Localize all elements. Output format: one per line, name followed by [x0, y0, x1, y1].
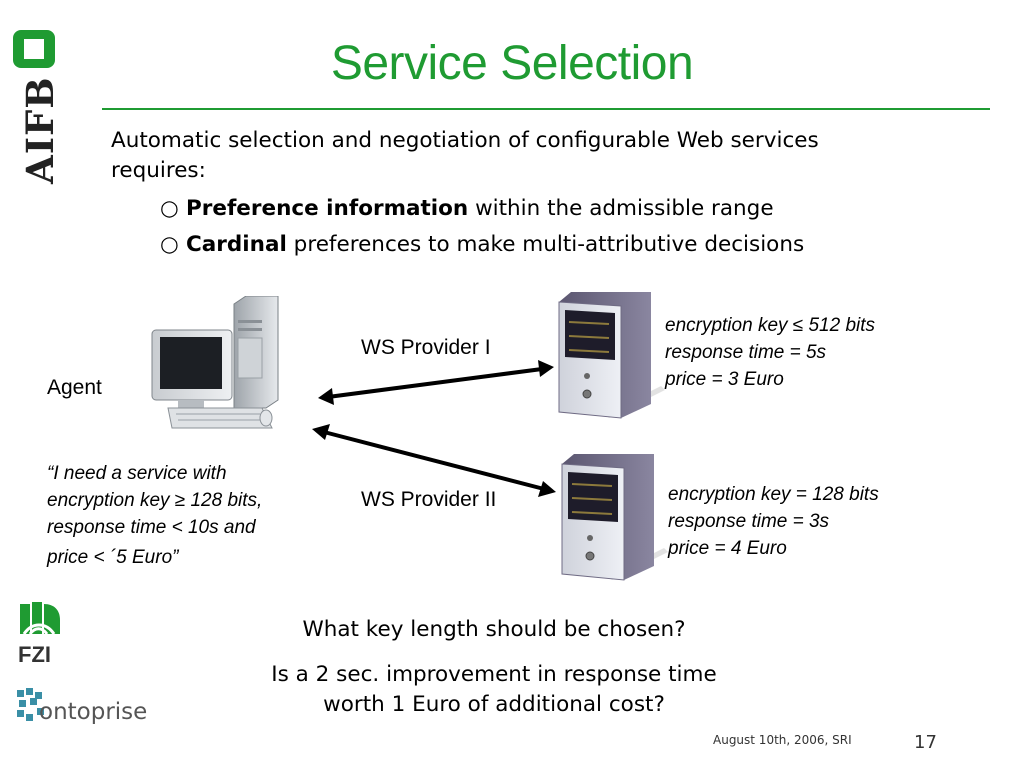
aifb-logo-text: AIFB	[18, 76, 60, 185]
spec-line: encryption key = 128 bits	[668, 484, 879, 505]
arrow-head-icon	[312, 424, 330, 440]
question-line: Is a 2 sec. improvement in response time	[271, 662, 717, 687]
arrow-head-icon	[318, 388, 334, 405]
connection-arrows	[312, 360, 556, 497]
question-line: worth 1 Euro of additional cost?	[323, 692, 665, 717]
spec-line: response time = 5s	[665, 342, 827, 363]
spec-line: price = 4 Euro	[668, 538, 787, 559]
fzi-logo: FZI	[18, 602, 60, 667]
agent-computer-icon	[151, 296, 279, 429]
provider1-spec: encryption key ≤ 512 bits response time …	[665, 312, 965, 393]
provider2-spec: encryption key = 128 bits response time …	[668, 481, 968, 562]
arrow-head-icon	[538, 481, 556, 497]
footer-date: August 10th, 2006, SRI	[713, 733, 852, 747]
agent-label: Agent	[47, 376, 102, 399]
quote-line: “I need a service with	[47, 463, 227, 484]
spec-line: response time = 3s	[668, 511, 830, 532]
server-icon	[561, 454, 668, 581]
bullet-circle-icon: ○	[160, 196, 179, 221]
bullet-bold-text: Preference information	[186, 196, 469, 221]
fzi-logo-text: FZI	[18, 642, 51, 667]
provider1-label: WS Provider I	[361, 336, 491, 359]
agent-requirement-quote: “I need a service with encryption key ≥ …	[47, 460, 327, 571]
spec-line: price = 3 Euro	[665, 369, 784, 390]
question-response-time: Is a 2 sec. improvement in response time…	[200, 660, 788, 720]
bullet-item: ○ Cardinal preferences to make multi-attr…	[160, 232, 804, 257]
slide-title: Service Selection	[330, 37, 694, 90]
bullet-text: within the admissible range	[468, 196, 774, 221]
title-divider	[102, 108, 990, 110]
spec-line: encryption key ≤ 512 bits	[665, 315, 876, 336]
bullet-bold-text: Cardinal	[186, 232, 287, 257]
aifb-logo: AIFB	[13, 30, 60, 185]
intro-text: Automatic selection and negotiation of c…	[111, 128, 819, 183]
quote-line: price < ´5 Euro”	[47, 547, 179, 568]
quote-line: encryption key ≥ 128 bits,	[47, 490, 263, 511]
question-key-length: What key length should be chosen?	[302, 617, 686, 642]
ontoprise-logo: ontoprise	[17, 688, 147, 725]
page-number: 17	[914, 732, 937, 753]
quote-line: response time < 10s and	[47, 517, 256, 538]
bullet-text: preferences to make multi-attributive de…	[286, 232, 805, 257]
server-icon	[558, 292, 665, 419]
arrow-head-icon	[538, 360, 554, 377]
bullet-item: ○ Preference information within the admis…	[160, 196, 774, 221]
ontoprise-logo-text: ontoprise	[39, 699, 147, 725]
bullet-circle-icon: ○	[160, 232, 179, 257]
provider2-label: WS Provider II	[361, 488, 497, 511]
